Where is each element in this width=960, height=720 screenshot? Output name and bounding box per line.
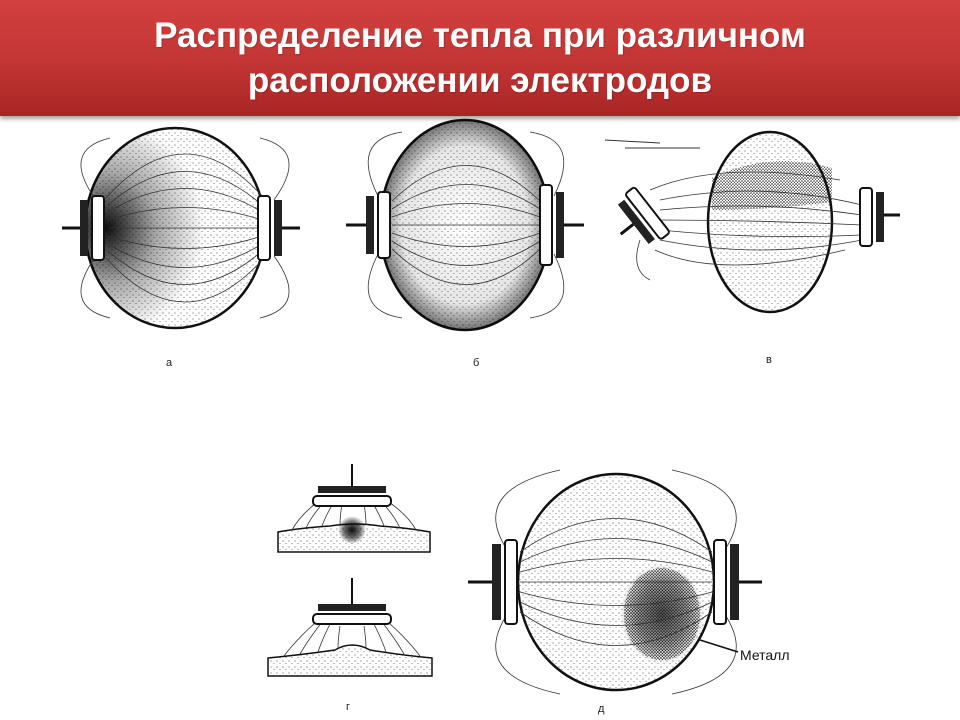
- title-bar: Распределение тепла при различном распол…: [0, 0, 960, 116]
- metal-label: Металл: [740, 647, 790, 663]
- slide-title-line-1: Распределение тепла при различном: [154, 16, 806, 55]
- diagram-v: в: [604, 130, 900, 366]
- label-v: в: [766, 354, 772, 366]
- slide-title-line-2: расположении электродов: [247, 61, 713, 100]
- label-a: а: [166, 357, 173, 369]
- diagram-a: а: [62, 126, 300, 369]
- diagram-d: Металл д: [468, 469, 790, 715]
- label-b: б: [473, 357, 479, 369]
- label-g: г: [346, 701, 350, 713]
- electrode-heat-distribution-figure: а б: [62, 118, 900, 715]
- label-d: д: [598, 703, 605, 715]
- slide-title: Распределение тепла при различном распол…: [40, 13, 920, 103]
- diagram-g: г: [267, 464, 433, 713]
- diagram-b: б: [346, 118, 584, 369]
